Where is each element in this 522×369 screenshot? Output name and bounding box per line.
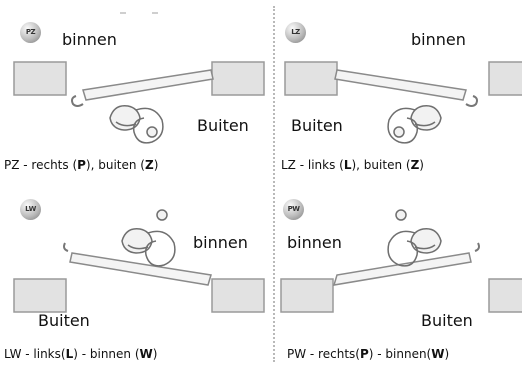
lw-diagram (13, 209, 265, 313)
swing-handle (121, 209, 176, 267)
wall-block-right (211, 278, 265, 313)
pw-caption: PW - rechts(P) - binnen(W) (287, 347, 450, 361)
wall-block-left (13, 61, 67, 96)
swing-handle (387, 105, 442, 144)
wall-block-right (488, 61, 522, 96)
pw-buiten-label: Buiten (421, 311, 473, 330)
pz-diagram (13, 61, 265, 144)
hinge-bracket (474, 242, 480, 252)
panel-pz: PZ binnen Buiten PZ - rechts (P), buiten… (0, 0, 265, 184)
lw-caption: LW - links(L) - binnen (W) (4, 347, 158, 361)
panel-pw: PW binnen Buiten PW - rechts(P) - binnen… (261, 185, 522, 369)
lw-binnen-label: binnen (193, 233, 248, 252)
pw-badge: PW (283, 199, 304, 220)
lz-binnen-label: binnen (411, 30, 466, 49)
panel-lw: LW binnen Buiten LW - links(L) - binnen … (0, 185, 265, 369)
panel-lz: LZ binnen Buiten LZ - links (L), buiten … (261, 0, 522, 184)
wall-block-left (13, 278, 67, 313)
lz-caption: LZ - links (L), buiten (Z) (281, 158, 424, 172)
wall-block-left (284, 61, 338, 96)
center-divider (273, 6, 275, 362)
pz-buiten-label: Buiten (197, 116, 249, 135)
lz-buiten-label: Buiten (291, 116, 343, 135)
lz-diagram (284, 61, 522, 144)
pw-diagram (280, 209, 522, 313)
door-leaf (69, 252, 212, 286)
door-leaf (332, 252, 472, 286)
hinge-bracket (465, 95, 478, 107)
lw-badge: LW (20, 199, 41, 220)
pz-caption: PZ - rechts (P), buiten (Z) (4, 158, 159, 172)
lz-badge: LZ (285, 22, 306, 43)
wall-block-right (488, 278, 522, 313)
top-mark-left (120, 12, 126, 14)
pz-binnen-label: binnen (62, 30, 117, 49)
swing-handle (109, 105, 164, 144)
door-leaf (82, 69, 214, 101)
swing-handle (387, 209, 442, 267)
hinge-bracket (63, 242, 69, 252)
wall-block-left (280, 278, 334, 313)
wall-block-right (211, 61, 265, 96)
hinge-bracket (71, 95, 84, 107)
door-leaf (334, 69, 467, 101)
pw-binnen-label: binnen (287, 233, 342, 252)
lw-buiten-label: Buiten (38, 311, 90, 330)
top-mark-right (152, 12, 158, 14)
pz-badge: PZ (20, 22, 41, 43)
